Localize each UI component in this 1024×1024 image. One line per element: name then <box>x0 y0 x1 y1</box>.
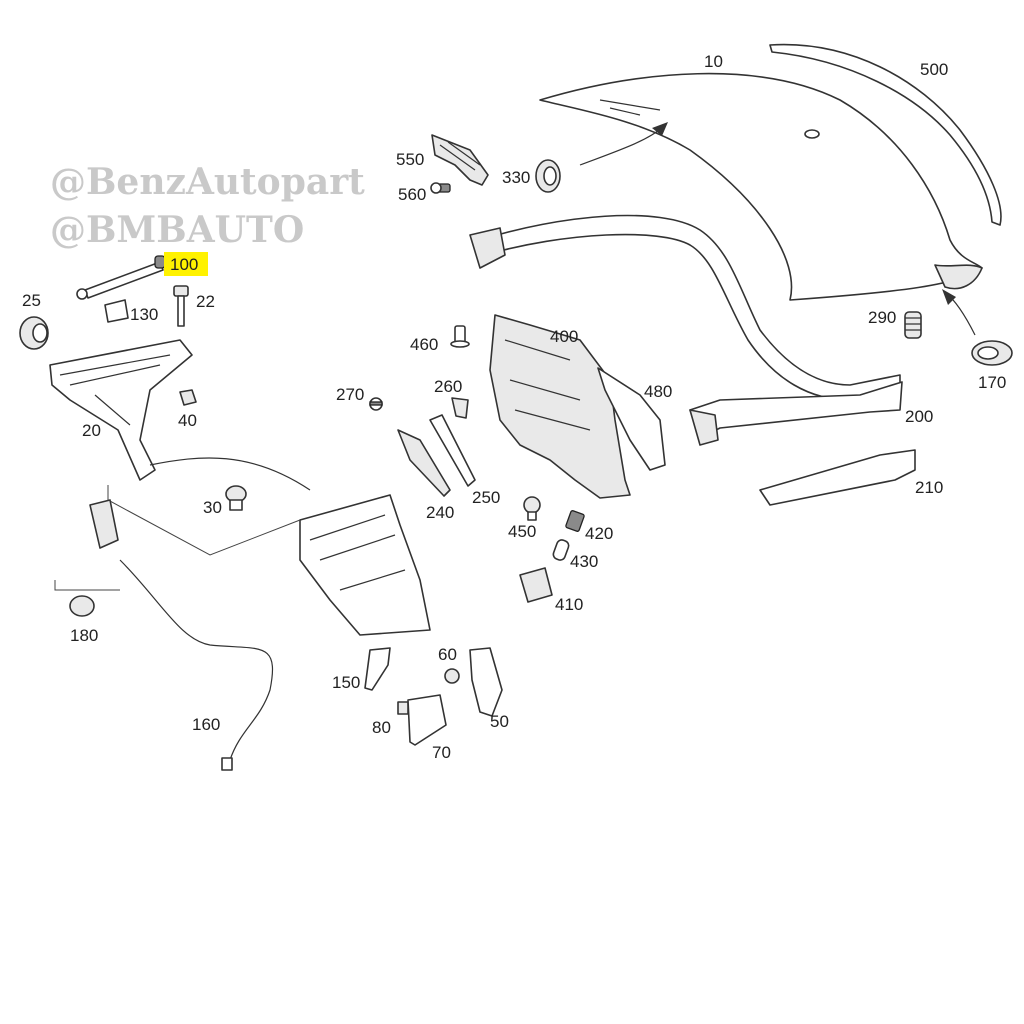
arrow-head-330 <box>652 122 668 136</box>
bracket-70 <box>407 694 447 746</box>
lamp-410 <box>519 567 553 603</box>
strip-240 <box>397 429 451 497</box>
arrow-head-170 <box>942 289 956 305</box>
bulb-430 <box>552 539 570 561</box>
cap-170 <box>971 340 1013 366</box>
clip-260 <box>451 397 469 419</box>
label-460: 460 <box>410 335 438 354</box>
label-290: 290 <box>868 308 896 327</box>
spoiler-strip <box>769 43 1002 226</box>
gas-strut-100 <box>76 255 166 300</box>
label-70: 70 <box>432 743 451 762</box>
label-430: 430 <box>570 552 598 571</box>
grommet-330 <box>535 159 561 193</box>
leader-180 <box>54 580 120 591</box>
nut-40 <box>179 389 197 406</box>
bracket-180 <box>69 499 119 617</box>
label-180: 180 <box>70 626 98 645</box>
pin-460 <box>450 325 470 348</box>
highlight-100 <box>164 252 208 276</box>
label-10: 10 <box>704 52 723 71</box>
label-330: 330 <box>502 168 530 187</box>
connector-tube <box>149 457 311 491</box>
clip-130 <box>104 299 129 323</box>
bolt-22 <box>173 285 189 327</box>
bolt-560 <box>430 182 451 194</box>
trim-strip-210 <box>759 449 916 506</box>
watermark-line-2: @BMBAUTO <box>50 209 304 251</box>
label-210: 210 <box>915 478 943 497</box>
label-160: 160 <box>192 715 220 734</box>
lever-150 <box>364 647 391 691</box>
label-80: 80 <box>372 718 391 737</box>
label-270: 270 <box>336 385 364 404</box>
label-450: 450 <box>508 522 536 541</box>
label-20: 20 <box>82 421 101 440</box>
bumper-30 <box>225 485 247 511</box>
cable-160 <box>119 559 274 761</box>
spring-290 <box>904 311 922 339</box>
label-500: 500 <box>920 60 948 79</box>
label-260: 260 <box>434 377 462 396</box>
label-560: 560 <box>398 185 426 204</box>
rail-250 <box>429 414 476 487</box>
cable-end-160 <box>221 757 233 771</box>
lower-hinge <box>299 494 431 636</box>
hinge-bracket-550 <box>431 134 489 186</box>
label-200: 200 <box>905 407 933 426</box>
leader-group <box>107 485 301 556</box>
label-130: 130 <box>130 305 158 324</box>
bolt-80 <box>397 701 409 715</box>
label-420: 420 <box>585 524 613 543</box>
screw-270 <box>369 397 383 411</box>
watermark-line-1: @BenzAutopart <box>50 161 365 203</box>
seal-frame-200 <box>469 214 903 446</box>
label-50: 50 <box>490 712 509 731</box>
label-240: 240 <box>426 503 454 522</box>
trunk-lid <box>539 72 983 301</box>
label-170: 170 <box>978 373 1006 392</box>
label-410: 410 <box>555 595 583 614</box>
inner-panel-400 <box>489 314 631 499</box>
label-550: 550 <box>396 150 424 169</box>
label-60: 60 <box>438 645 457 664</box>
side-trim-480 <box>597 367 666 471</box>
clip-450 <box>523 496 541 521</box>
label-22: 22 <box>196 292 215 311</box>
label-400: 400 <box>550 327 578 346</box>
label-480: 480 <box>644 382 672 401</box>
switch-420 <box>565 510 585 532</box>
label-25: 25 <box>22 291 41 310</box>
label-100: 100 <box>170 255 198 274</box>
bumper-25 <box>19 316 49 350</box>
label-150: 150 <box>332 673 360 692</box>
label-250: 250 <box>472 488 500 507</box>
clip-60 <box>444 668 460 684</box>
label-40: 40 <box>178 411 197 430</box>
hinge-20 <box>49 339 193 481</box>
latch-50 <box>469 647 503 717</box>
label-30: 30 <box>203 498 222 517</box>
